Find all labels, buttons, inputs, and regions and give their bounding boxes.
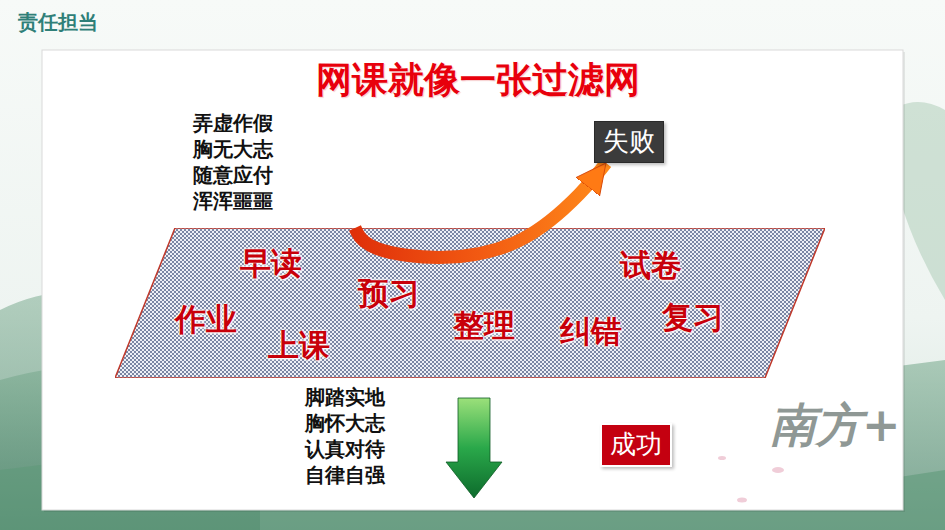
watermark: 南方+ <box>770 398 901 453</box>
activity-word: 预习 <box>358 276 420 310</box>
activity-word: 早读 <box>240 246 302 280</box>
bad-traits: 弄虚作假 胸无大志 随意应付 浑浑噩噩 <box>193 110 279 214</box>
petal <box>772 467 784 473</box>
good-traits: 脚踏实地 胸怀大志 认真对待 自律自强 <box>305 384 391 488</box>
down-arrow <box>446 398 502 498</box>
activity-word: 上课 <box>268 328 330 362</box>
petal <box>718 456 726 460</box>
result-text: 失败 <box>603 126 655 157</box>
section-header: 责任担当 <box>18 10 98 34</box>
activity-word: 作业 <box>175 302 237 336</box>
activity-word: 试卷 <box>620 248 682 282</box>
petal <box>737 498 747 503</box>
result-text: 成功 <box>610 429 662 460</box>
panel <box>42 50 903 510</box>
filter-net: 早读预习 试卷作业上课 整理 纠错 复习 <box>115 228 825 378</box>
result-box: 失败 <box>594 121 664 163</box>
title: 网课就像一张过滤网 <box>140 58 816 101</box>
net-outline <box>115 228 825 378</box>
activity-word: 纠错 <box>560 314 622 348</box>
activity-word: 复习 <box>662 300 724 334</box>
activity-word: 整理 <box>453 308 515 342</box>
result-box: 成功 <box>600 423 672 467</box>
